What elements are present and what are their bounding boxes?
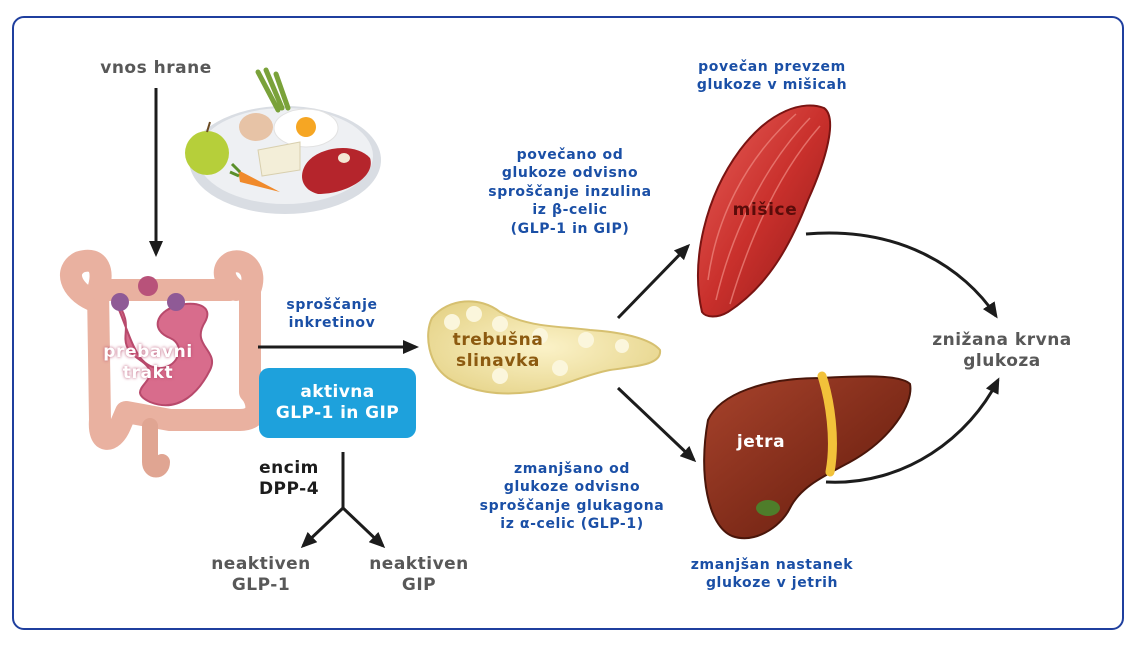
carrot-icon — [229, 162, 280, 192]
insulin-line-1: povečano od — [516, 147, 624, 163]
active-label-line-1: aktivna — [300, 381, 375, 402]
incretin-release-label: sproščanje inkretinov — [262, 296, 402, 333]
glucagon-line-3: sproščanje glukagona — [479, 497, 665, 514]
food-intake-label: vnos hrane — [100, 58, 212, 78]
pancreas-line-2: slinavka — [455, 350, 540, 371]
liver-illustration — [703, 371, 912, 539]
pancreas-label: trebušna slinavka — [448, 330, 548, 371]
glucagon-line-1: zmanjšano od — [513, 461, 631, 477]
insulin-release-label: povečano od glukoze odvisno sproščanje i… — [472, 146, 668, 238]
dpp4-to-inactive-gip-arrow — [341, 506, 386, 549]
inactive-glp1-label: neaktiven GLP-1 — [198, 554, 324, 595]
active-label-line-2: GLP-1 in GIP — [275, 403, 400, 423]
inactive-gip-line-2: GIP — [401, 574, 437, 595]
insulin-line-4: iz β-celic — [532, 202, 608, 219]
pancreas-line-1: trebušna — [452, 330, 544, 350]
inactive-gip-label: neaktiven GIP — [356, 554, 482, 595]
enzyme-dpp4-label: encim DPP-4 — [244, 458, 334, 499]
muscle-illustration — [697, 104, 832, 318]
food-plate-illustration — [185, 67, 381, 214]
result-line-1: znižana krvna — [932, 330, 1072, 350]
incretin-release-line-2: inkretinov — [288, 315, 376, 332]
pancreas-to-liver-arrow — [616, 386, 697, 463]
enzyme-line-2: DPP-4 — [258, 478, 320, 499]
inactive-glp1-line-2: GLP-1 — [231, 574, 291, 595]
insulin-line-3: sproščanje inzulina — [488, 183, 652, 200]
liver-production-label: zmanjšan nastanek glukoze v jetrih — [672, 556, 872, 593]
onion-icon — [239, 67, 291, 141]
muscle-label: mišice — [732, 200, 798, 220]
liver-to-glucose-arrow — [825, 377, 1000, 484]
glucagon-line-4: iz α-celic (GLP-1) — [500, 516, 644, 533]
digestive-tract-illustration — [60, 249, 268, 478]
insulin-line-2: glukoze odvisno — [501, 165, 639, 182]
muscle-uptake-line-2: glukoze v mišicah — [696, 77, 848, 94]
liver-production-line-1: zmanjšan nastanek — [690, 557, 854, 573]
gut-label: prebavni trakt — [86, 342, 210, 383]
muscle-uptake-label: povečan prevzem glukoze v mišicah — [672, 58, 872, 95]
egg-icon — [273, 108, 339, 148]
pancreas-to-muscle-arrow — [616, 243, 691, 320]
steak-icon — [302, 147, 371, 194]
apple-icon — [185, 121, 229, 175]
active-glp1-gip-box: aktivna GLP-1 in GIP — [259, 368, 416, 438]
gut-label-line-1: prebavni — [103, 342, 193, 362]
liver-production-line-2: glukoze v jetrih — [705, 575, 839, 592]
result-line-2: glukoza — [963, 350, 1041, 371]
cheese-icon — [257, 141, 301, 177]
incretin-release-line-1: sproščanje — [286, 297, 378, 313]
liver-label: jetra — [736, 432, 786, 452]
pancreas-illustration — [427, 300, 662, 395]
glucagon-line-2: glukoze odvisno — [503, 479, 641, 496]
enzyme-line-1: encim — [259, 458, 319, 478]
inactive-gip-line-1: neaktiven — [369, 554, 469, 574]
inactive-glp1-line-1: neaktiven — [211, 554, 311, 574]
insulin-line-5: (GLP-1 in GIP) — [510, 220, 630, 237]
muscle-uptake-line-1: povečan prevzem — [698, 59, 846, 75]
glucagon-release-label: zmanjšano od glukoze odvisno sproščanje … — [466, 460, 678, 534]
muscle-to-glucose-arrow — [805, 231, 998, 319]
diagram-frame — [12, 16, 1124, 630]
dpp4-to-inactive-glp1-arrow — [300, 506, 345, 549]
gut-label-line-2: trakt — [122, 362, 174, 383]
reduced-blood-glucose-label: znižana krvna glukoza — [920, 330, 1084, 371]
